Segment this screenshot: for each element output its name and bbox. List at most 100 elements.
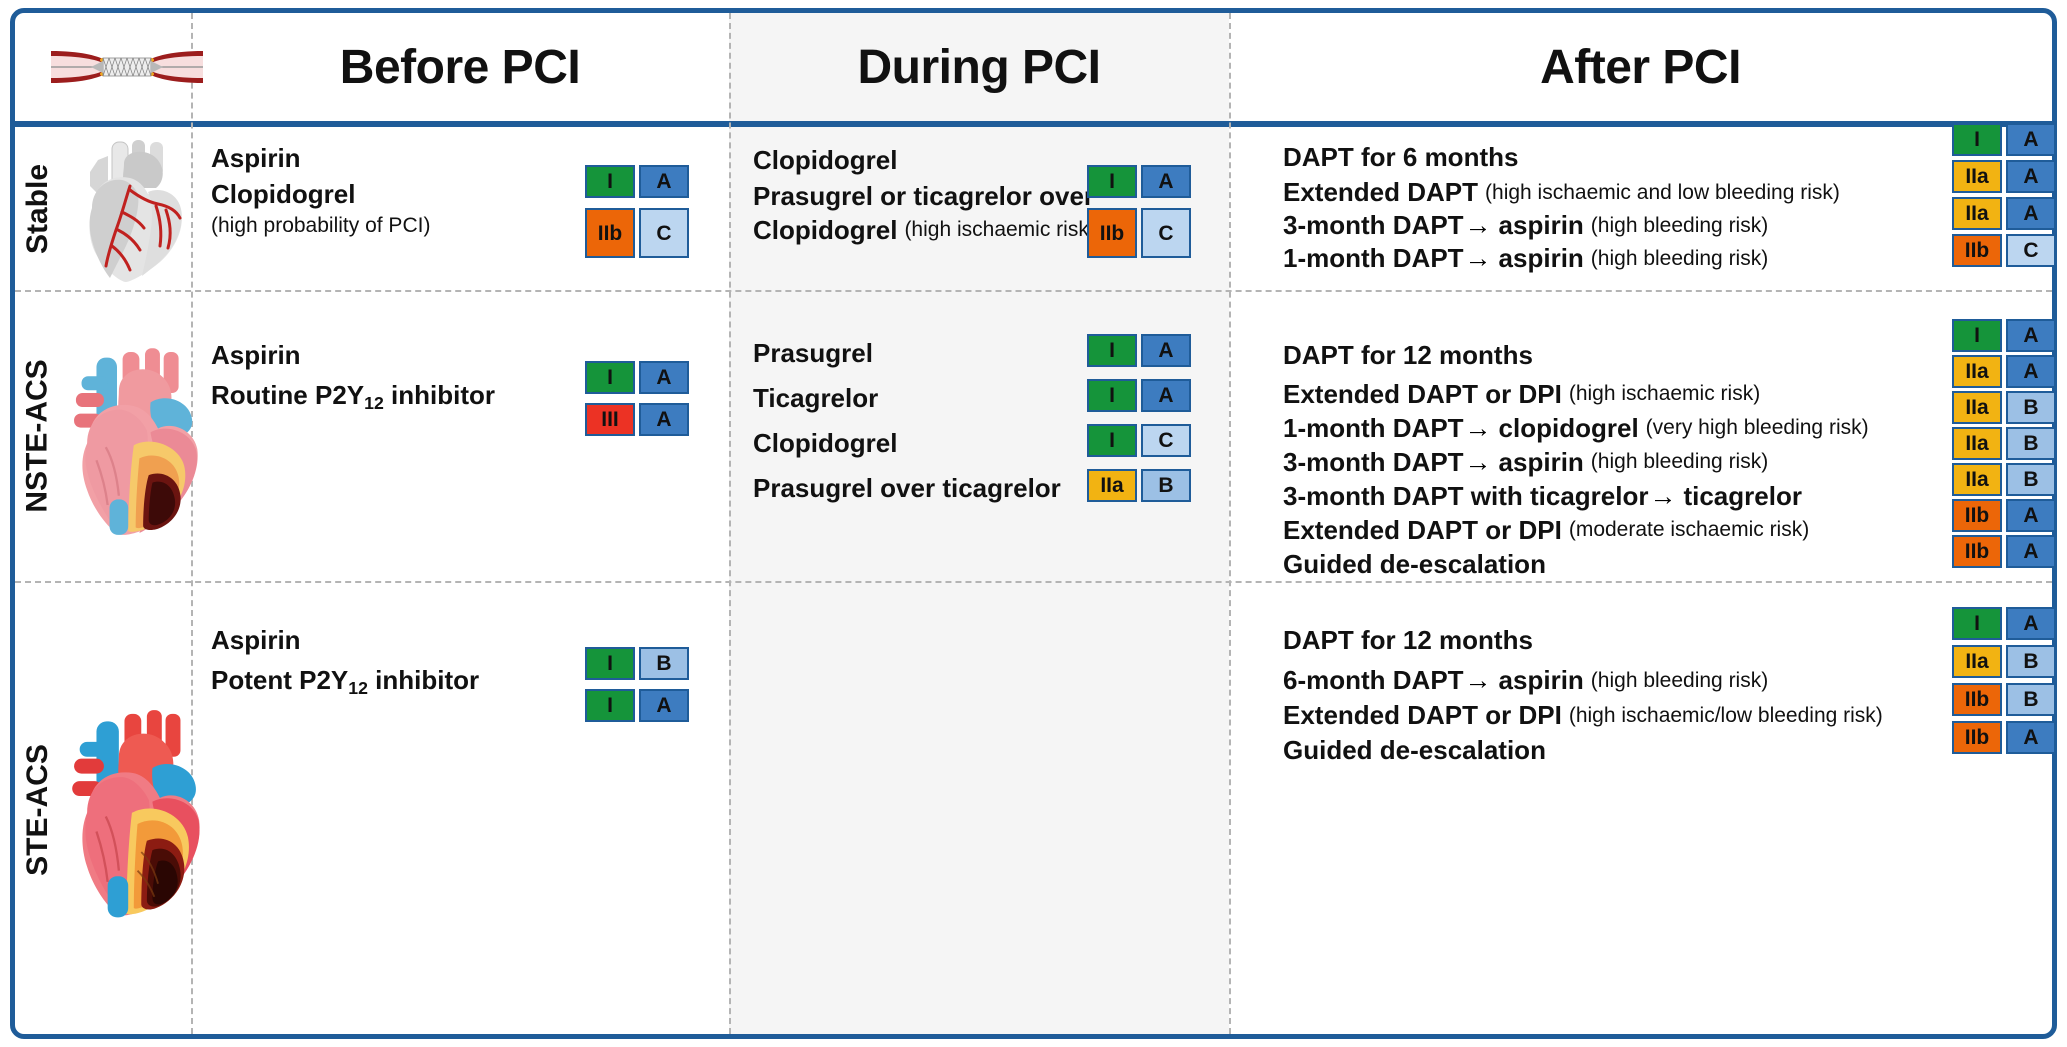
badge-pair: IIb A: [1952, 535, 2056, 568]
badge-pair: IIa A: [1952, 197, 2056, 230]
badge-pair: IIa B: [1952, 645, 2056, 678]
class-badge: IIa: [1087, 469, 1137, 502]
class-badge: IIa: [1952, 355, 2002, 388]
therapy-note: (high ischaemic risk): [904, 218, 1096, 241]
class-badge: IIa: [1952, 427, 2002, 460]
badge-pair: IIb C: [1087, 208, 1191, 258]
class-badge: IIa: [1952, 197, 2002, 230]
therapy-label: Aspirin: [211, 339, 301, 370]
list-item: DAPT for 12 months: [1283, 333, 1943, 377]
therapy-label-cont: aspirin: [1498, 243, 1584, 273]
level-badge: A: [1141, 334, 1191, 367]
badge-pair: I A: [1087, 165, 1191, 198]
badge-pair: I A: [1087, 379, 1191, 412]
list-item: Clopidogrel: [753, 421, 1233, 466]
badge-pair: I A: [1952, 123, 2056, 156]
header-before-pci: Before PCI: [191, 13, 729, 121]
therapy-label: Prasugrel over ticagrelor: [753, 473, 1061, 503]
therapy-label: 3-month DAPT with ticagrelor: [1283, 480, 1649, 511]
class-badge: IIa: [1952, 391, 2002, 424]
class-badge: I: [1952, 319, 2002, 352]
list-item: Ticagrelor: [753, 376, 1233, 421]
level-badge: A: [2006, 160, 2056, 193]
therapy-label: Guided de-escalation: [1283, 735, 1546, 765]
class-badge: I: [1952, 123, 2002, 156]
therapy-label: Ticagrelor: [753, 383, 879, 413]
level-badge: A: [639, 689, 689, 722]
header-before-pci-label: Before PCI: [339, 40, 581, 94]
level-badge: A: [639, 403, 689, 436]
list-item: Routine P2Y12 inhibitor: [211, 377, 729, 417]
therapy-label: Guided de-escalation: [1283, 548, 1546, 579]
list-item: Prasugrel over ticagrelor: [753, 466, 1233, 511]
heart-nste-acs-icon: [61, 290, 201, 581]
level-badge: B: [1141, 469, 1191, 502]
list-item: Potent P2Y12 inhibitor: [211, 662, 729, 702]
list-item: 3-month DAPT with ticagrelor → ticagrelo…: [1283, 479, 1943, 513]
therapy-note: (high bleeding risk): [1590, 668, 1769, 692]
level-badge: A: [2006, 499, 2056, 532]
list-item: DAPT for 12 months: [1283, 618, 1963, 663]
arrow-icon: →: [1464, 446, 1492, 477]
therapy-label: 1-month DAPT: [1283, 243, 1464, 273]
coronary-stent-icon: [51, 43, 203, 91]
therapy-note: (high bleeding risk): [1590, 213, 1769, 237]
badge-pair: III A: [585, 403, 689, 436]
header-separator: [15, 121, 2052, 127]
header-during-pci-label: During PCI: [857, 40, 1102, 94]
class-badge: IIb: [1952, 535, 2002, 568]
therapy-label-cont: ticagrelor: [1683, 480, 1802, 511]
therapy-label: DAPT for 6 months: [1283, 142, 1519, 172]
therapy-label-cont: clopidogrel: [1498, 412, 1639, 443]
list-item: 3-month DAPT → aspirin (high bleeding ri…: [1283, 209, 1943, 242]
therapy-label: DAPT for 12 months: [1283, 339, 1533, 370]
arrow-icon: →: [1464, 210, 1492, 240]
class-badge: IIa: [1952, 463, 2002, 496]
cell-ste-during-empty: [753, 618, 1233, 818]
list-item: Clopidogrel (high ischaemic risk): [753, 213, 1233, 247]
class-badge: I: [585, 165, 635, 198]
therapy-label-cont: aspirin: [1498, 210, 1584, 240]
therapy-label: Clopidogrel: [211, 178, 356, 209]
list-item: Guided de-escalation: [1283, 547, 1943, 581]
list-item: Clopidogrel: [211, 177, 729, 211]
cell-ste-after: DAPT for 12 months 6-month DAPT → aspiri…: [1283, 618, 1963, 768]
list-item: Extended DAPT (high ischaemic and low bl…: [1283, 176, 1943, 209]
heart-ste-acs-icon: [61, 581, 201, 1039]
row-label-nste-acs: NSTE-ACS: [15, 290, 61, 581]
list-item: 3-month DAPT → aspirin (high bleeding ri…: [1283, 445, 1943, 479]
level-badge: B: [2006, 391, 2056, 424]
badge-pair: IIa B: [1087, 469, 1191, 502]
class-badge: I: [585, 361, 635, 394]
level-badge: B: [2006, 427, 2056, 460]
badge-pair: IIa B: [1952, 391, 2056, 424]
cell-stable-before: Aspirin Clopidogrel (high probability of…: [211, 139, 729, 241]
level-badge: A: [1141, 165, 1191, 198]
therapy-label: 3-month DAPT: [1283, 210, 1464, 240]
therapy-label: Extended DAPT or DPI: [1283, 514, 1562, 545]
class-badge: IIa: [1952, 645, 2002, 678]
level-badge: A: [2006, 535, 2056, 568]
level-badge: C: [1141, 208, 1191, 258]
class-badge: I: [1087, 424, 1137, 457]
header-after-pci: After PCI: [1229, 13, 2052, 121]
badge-pair: I A: [585, 689, 689, 722]
class-badge: IIb: [1087, 208, 1137, 258]
class-badge: IIa: [1952, 160, 2002, 193]
divider-col-2: [729, 13, 731, 1034]
class-badge: I: [1952, 607, 2002, 640]
badge-pair: I C: [1087, 424, 1191, 457]
level-badge: B: [2006, 645, 2056, 678]
arrow-icon: →: [1464, 412, 1492, 443]
therapy-label: 1-month DAPT: [1283, 412, 1464, 443]
divider-col-1: [191, 13, 193, 1034]
badge-pair: IIb B: [1952, 683, 2056, 716]
therapy-label-cont: aspirin: [1498, 446, 1584, 477]
level-badge: A: [2006, 355, 2056, 388]
class-badge: IIb: [1952, 234, 2002, 267]
divider-col-3: [1229, 13, 1231, 1034]
list-item-note: (high probability of PCI): [211, 211, 729, 241]
row-label-ste-acs: STE-ACS: [15, 581, 61, 1039]
class-badge: IIb: [1952, 499, 2002, 532]
